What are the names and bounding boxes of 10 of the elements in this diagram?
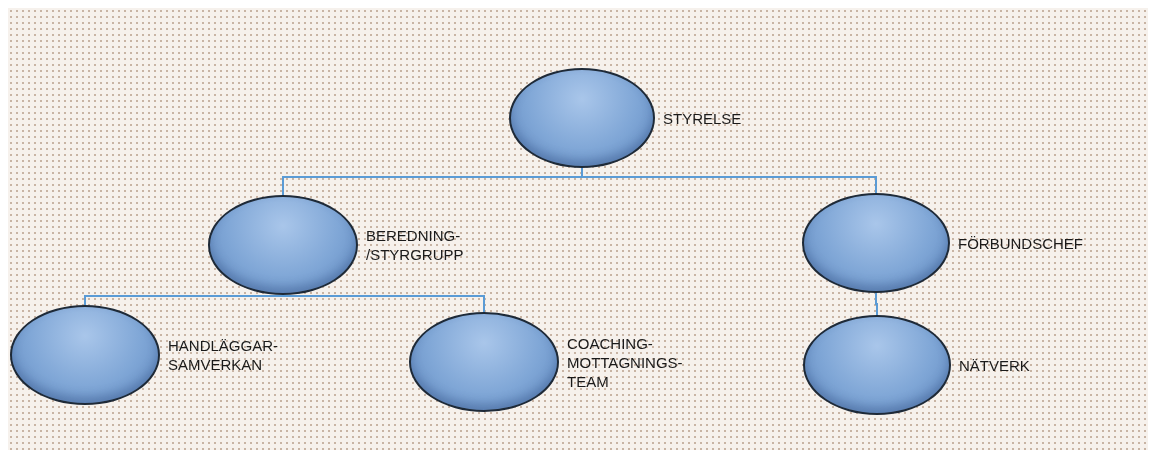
node-label: STYRELSE <box>663 108 743 128</box>
connector-line <box>581 167 877 194</box>
connector-line <box>875 292 878 316</box>
connector-line <box>282 294 485 313</box>
node-label: NÄTVERK <box>959 355 1031 375</box>
node-label: COACHING- MOTTAGNINGS- TEAM <box>567 333 684 391</box>
connector-line <box>84 294 284 306</box>
node-label: HANDLÄGGAR- SAMVERKAN <box>168 336 280 374</box>
node-label: FÖRBUNDSCHEF <box>958 233 1084 253</box>
node-label: BEREDNING- /STYRGRUPP <box>366 226 465 264</box>
